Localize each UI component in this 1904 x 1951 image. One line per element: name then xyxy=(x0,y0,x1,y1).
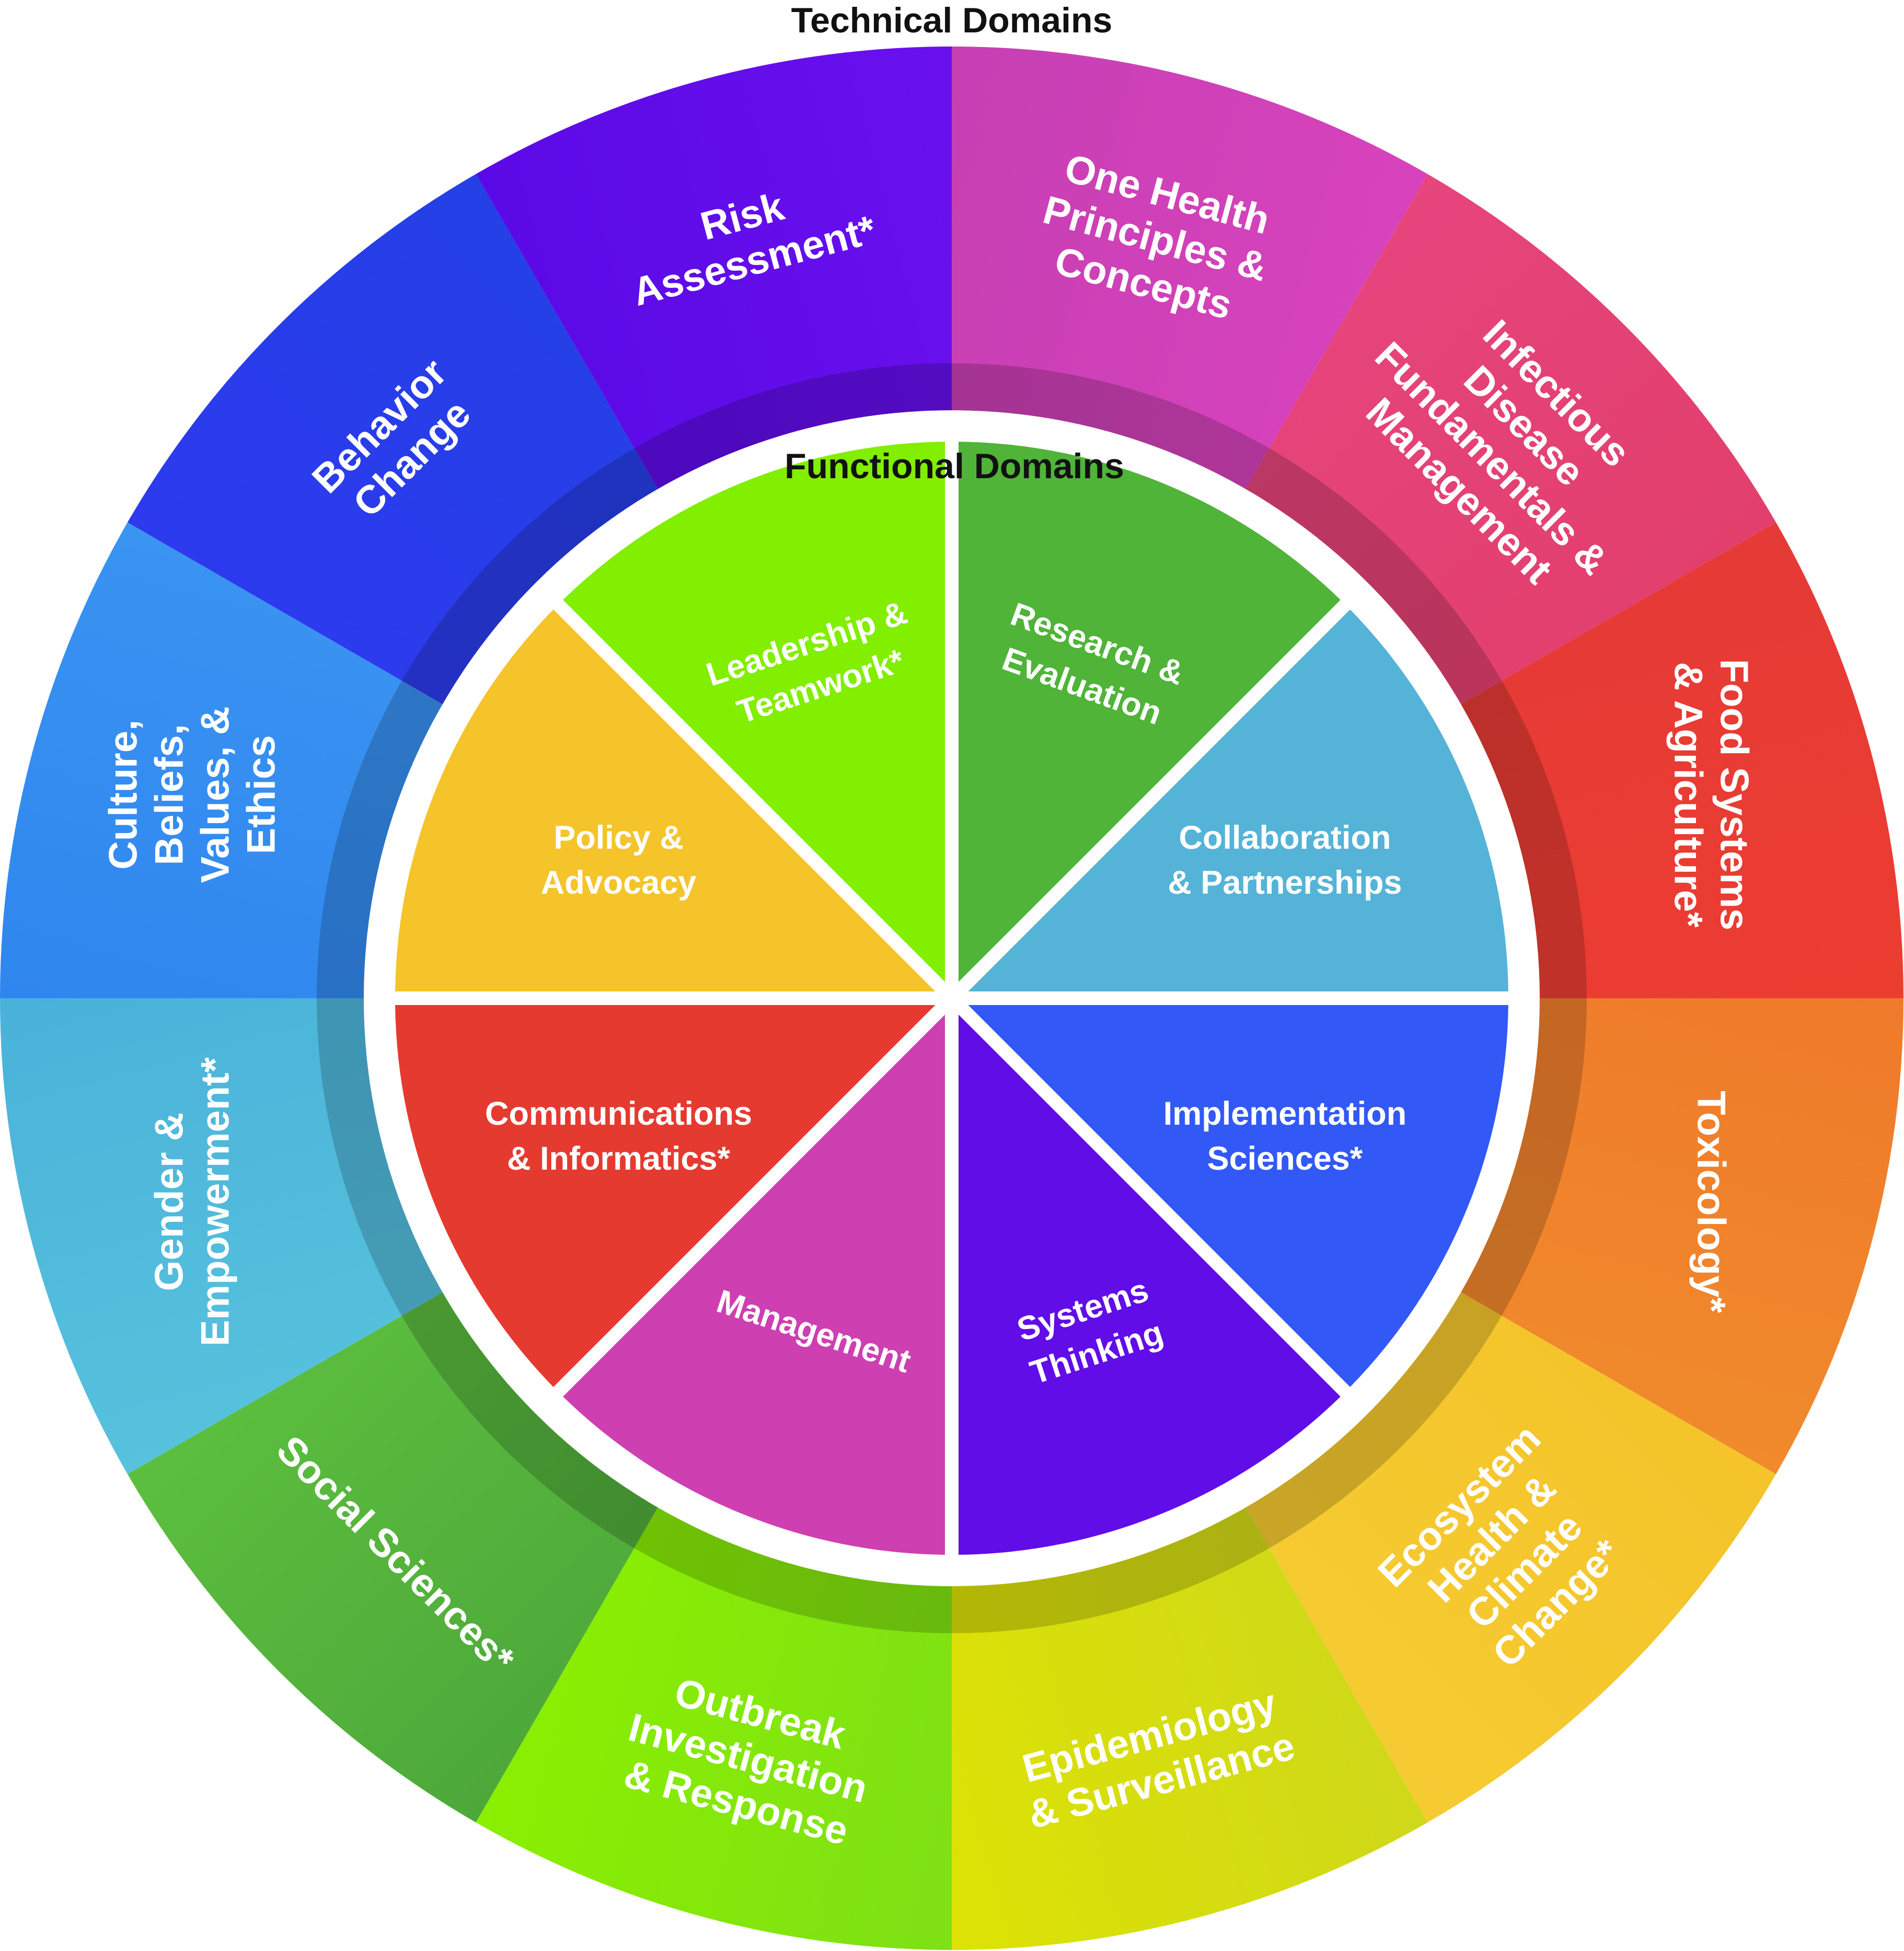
technical-domain-segment-infectious-disease-fundamentals-management xyxy=(1239,174,1776,711)
functional-domain-wedge-collaboration-partnerships xyxy=(968,609,1508,991)
technical-domain-segment-food-systems-agriculture xyxy=(1449,522,1903,998)
functional-domain-wedge-research-evaluation xyxy=(959,442,1341,982)
technical-domain-segment-behavior-change xyxy=(127,174,664,711)
technical-domains-title: Technical Domains xyxy=(791,1,1113,40)
technical-domain-segment-toxicology xyxy=(1449,998,1903,1474)
functional-domain-wedge-implementation-sciences xyxy=(968,1005,1508,1387)
technical-domain-segment-outbreak-investigation-response xyxy=(476,1496,952,1950)
technical-domains-ring xyxy=(0,47,1903,1950)
functional-domain-wedge-management xyxy=(563,1014,945,1555)
functional-domains-title: Functional Domains xyxy=(784,446,1124,486)
technical-domain-label-toxicology: Toxicology* xyxy=(1689,1091,1734,1313)
functional-domain-label-collaboration-partnerships: Collaboration& Partnerships xyxy=(1168,819,1402,901)
functional-domains-pie xyxy=(395,442,1508,1555)
functional-domain-wedge-communications-informatics xyxy=(395,1005,936,1387)
functional-domain-label-communications-informatics: Communications& Informatics* xyxy=(485,1095,752,1177)
functional-domain-wedge-leadership-teamwork xyxy=(563,442,945,982)
center-white-disc xyxy=(364,410,1540,1586)
functional-domain-wedge-policy-advocacy xyxy=(395,609,936,991)
functional-domain-label-policy-advocacy: Policy &Advocacy xyxy=(541,819,697,901)
technical-domain-segment-one-health-principles-concepts xyxy=(952,47,1428,501)
technical-domain-segment-culture-beliefs-values-ethics xyxy=(0,522,454,998)
functional-domain-wedge-systems-thinking xyxy=(959,1014,1341,1555)
technical-domain-segment-epidemiology-surveillance xyxy=(952,1496,1428,1950)
technical-domain-label-gender-empowerment: Gender &Empowerment* xyxy=(147,1057,237,1346)
technical-domain-segment-ecosystem-health-climate-change xyxy=(1239,1286,1776,1823)
technical-domain-label-culture-beliefs-values-ethics: Culture,Beliefs,Values, &Ethics xyxy=(101,706,283,883)
technical-domain-segment-gender-empowerment xyxy=(0,998,454,1474)
technical-domain-segment-risk-assessment xyxy=(476,47,952,501)
technical-domain-segment-social-sciences xyxy=(127,1286,664,1823)
technical-domain-label-food-systems-agriculture: Food Systems& Agriculture* xyxy=(1666,659,1757,930)
